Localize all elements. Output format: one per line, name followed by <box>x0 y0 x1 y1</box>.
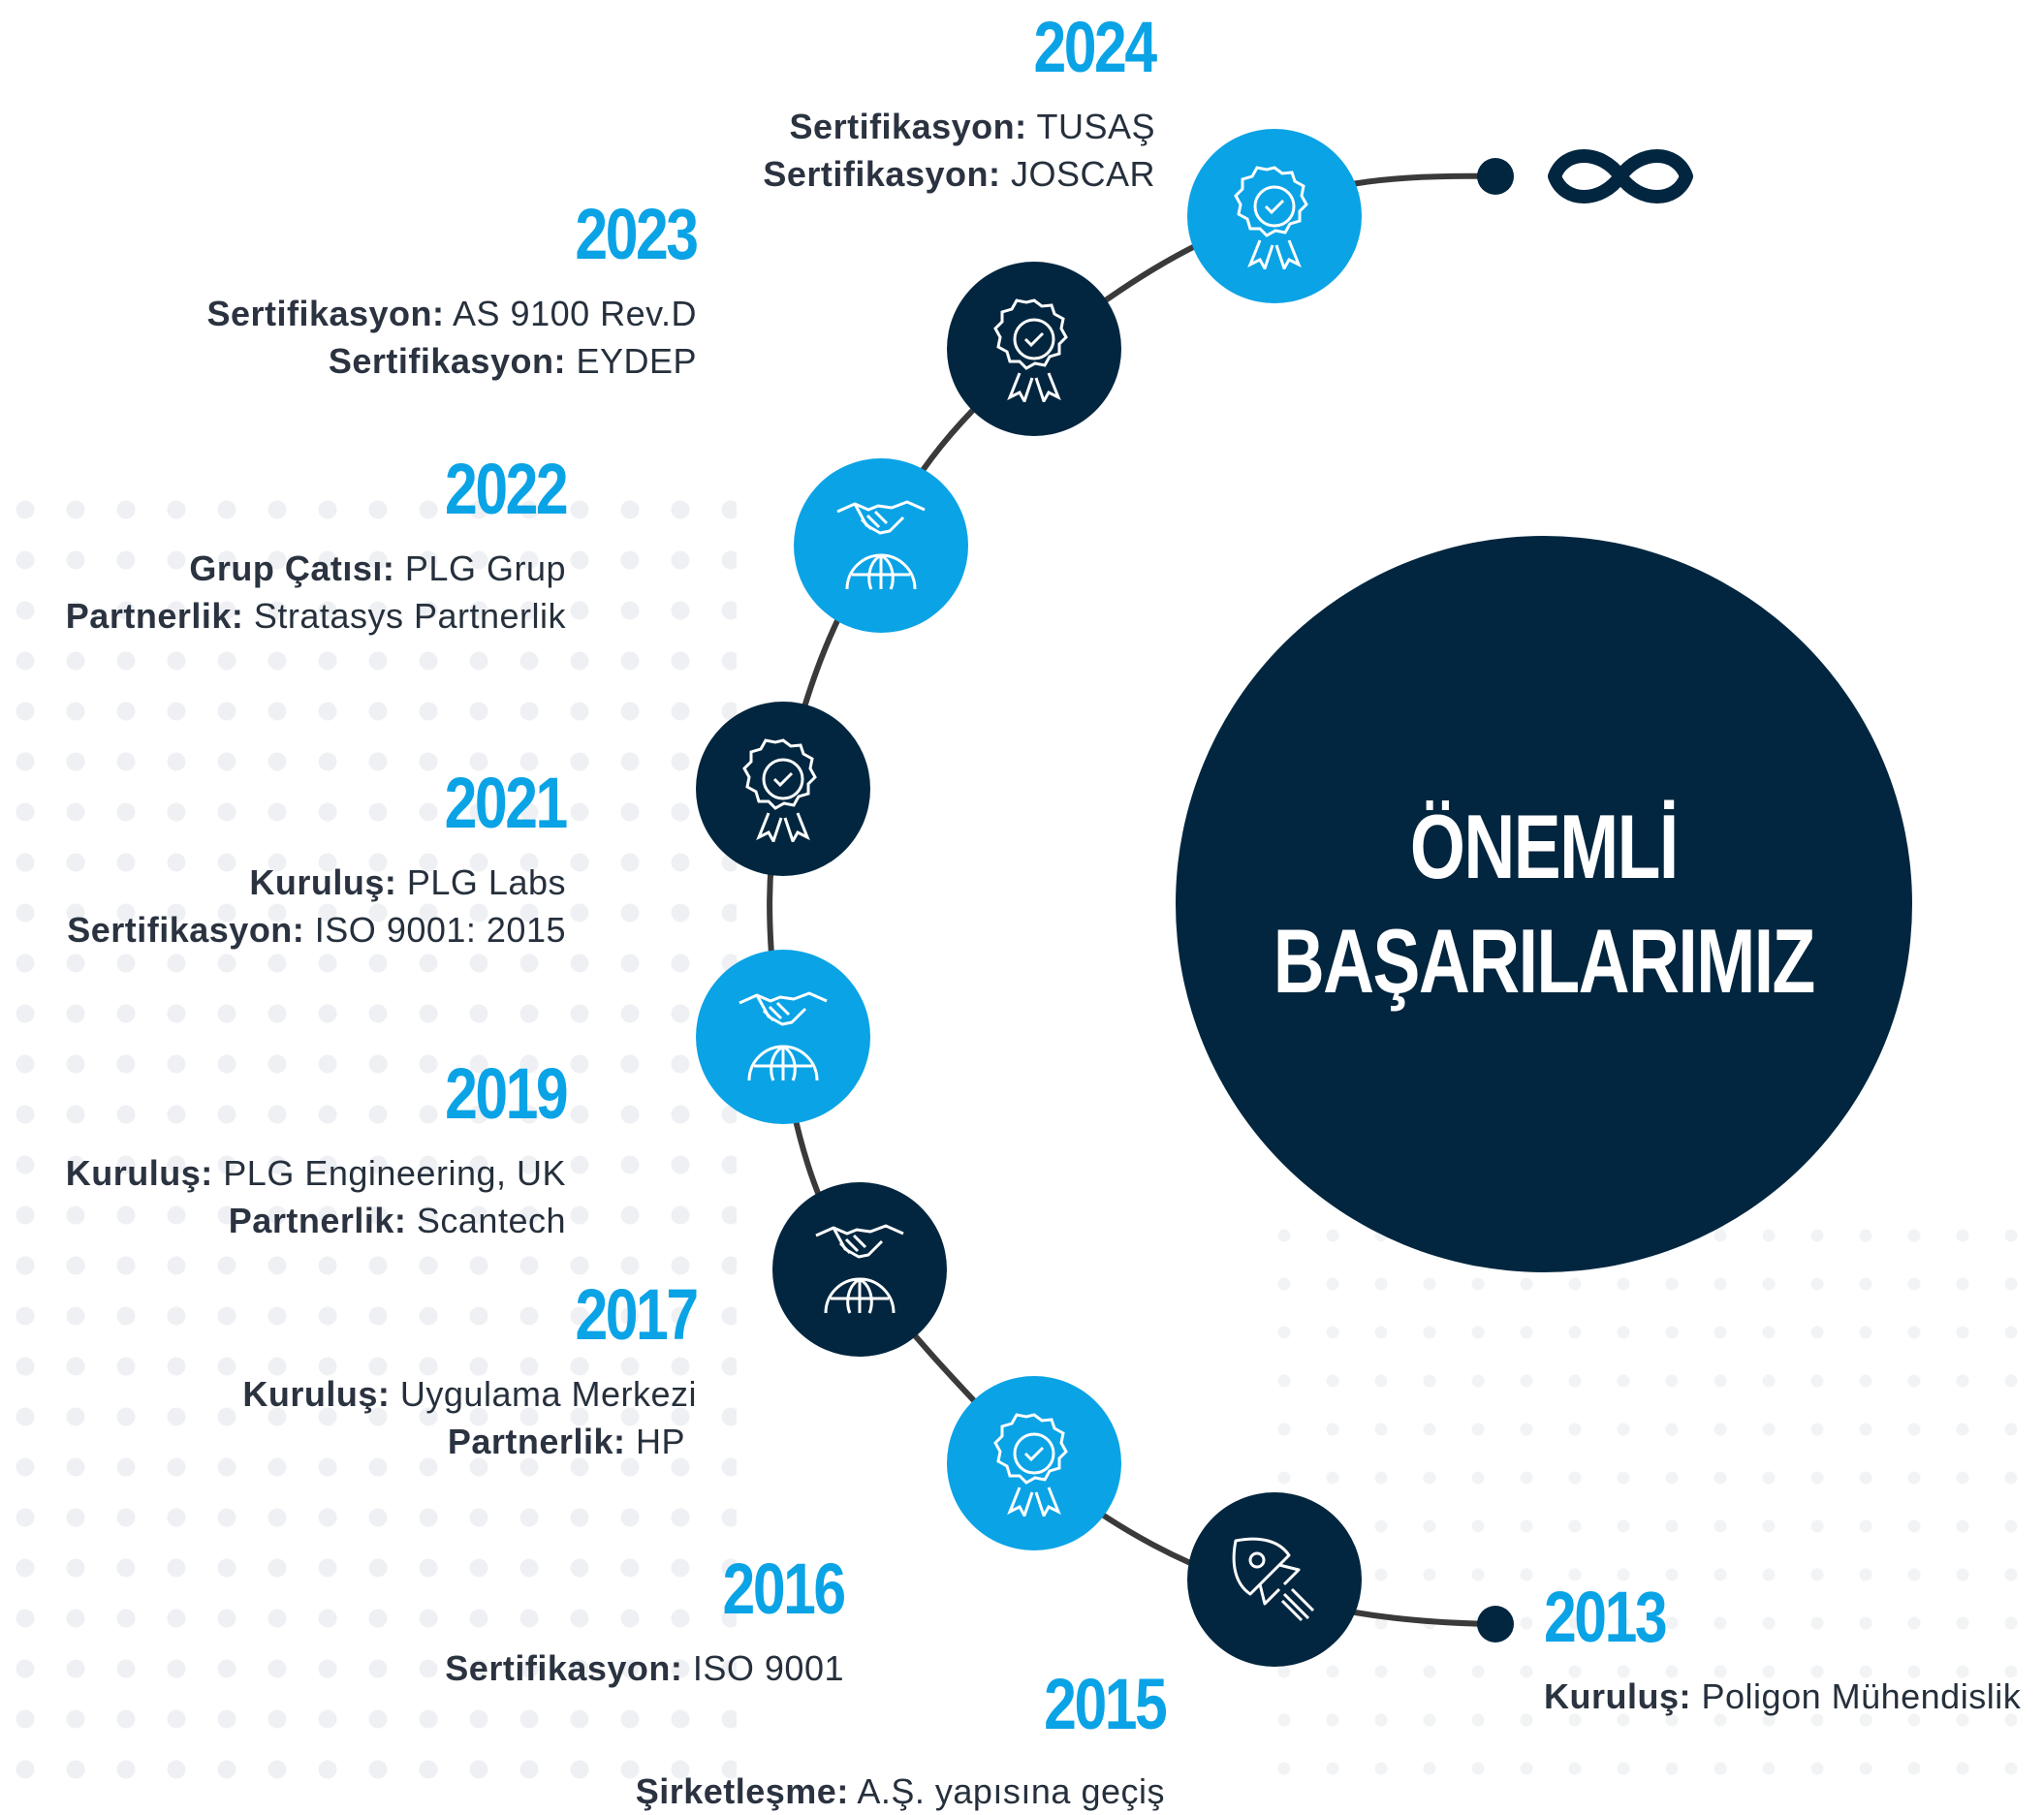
milestone-year: 2021 <box>444 763 569 843</box>
milestone-2017: 2017 Kuruluş: Uygulama Merkezi Partnerli… <box>242 1274 700 1465</box>
milestone-value: A.Ş. yapısına geçiş <box>857 1771 1165 1811</box>
node-2019 <box>696 950 870 1124</box>
award-icon <box>993 1413 1068 1517</box>
milestone-year: 2013 <box>1544 1577 1668 1657</box>
milestone-label: Şirketleşme: <box>635 1771 849 1811</box>
milestone-year: 2017 <box>575 1274 700 1355</box>
node-2017 <box>772 1182 947 1357</box>
milestone-year: 2019 <box>444 1053 569 1134</box>
milestone-year: 2022 <box>444 449 569 529</box>
timeline-start-dot <box>1477 1606 1514 1643</box>
milestone-value: Stratasys Partnerlik <box>253 596 566 636</box>
node-2016 <box>947 1376 1121 1550</box>
node-2015 <box>1187 1492 1362 1667</box>
title-line-2: BAŞARILARIMIZ <box>1273 910 1816 1012</box>
milestone-label: Sertifikasyon: <box>67 910 305 950</box>
node-2024 <box>1187 129 1362 303</box>
milestone-label: Partnerlik: <box>447 1422 626 1461</box>
handshake-globe-icon <box>815 1224 904 1314</box>
milestone-value: AS 9100 Rev.D <box>453 294 697 333</box>
milestone-value: HP <box>635 1422 685 1461</box>
milestone-label: Sertifikasyon: <box>763 154 1001 194</box>
milestone-label: Kuruluş: <box>65 1153 213 1193</box>
title-line-1: ÖNEMLİ <box>1410 796 1679 897</box>
milestone-value: ISO 9001: 2015 <box>314 910 566 950</box>
milestone-label: Grup Çatısı: <box>189 548 395 588</box>
node-2023 <box>947 262 1121 436</box>
milestone-2022: 2022 Grup Çatısı: PLG Grup Partnerlik: S… <box>65 449 569 640</box>
milestone-2015: 2015 Şirketleşme: A.Ş. yapısına geçiş <box>635 1664 1168 1815</box>
milestone-label: Sertifikasyon: <box>789 107 1027 146</box>
node-2022 <box>794 458 968 633</box>
handshake-globe-icon <box>836 500 926 590</box>
milestone-2019: 2019 Kuruluş: PLG Engineering, UK Partne… <box>65 1053 569 1244</box>
milestone-label: Kuruluş: <box>1544 1676 1691 1716</box>
milestone-label: Sertifikasyon: <box>328 341 566 381</box>
milestone-value: EYDEP <box>576 341 697 381</box>
milestone-year: 2016 <box>722 1549 847 1629</box>
node-2021 <box>696 702 870 876</box>
award-icon <box>1234 166 1308 269</box>
milestone-value: Uygulama Merkezi <box>399 1374 697 1414</box>
milestone-value: Poligon Mühendislik <box>1701 1676 2022 1716</box>
timeline-end-dot <box>1477 158 1514 195</box>
handshake-globe-icon <box>739 991 828 1081</box>
milestone-2016: 2016 Sertifikasyon: ISO 9001 <box>445 1549 847 1692</box>
milestone-year: 2015 <box>1043 1664 1168 1744</box>
infinity-icon <box>1548 149 1693 203</box>
milestone-value: PLG Grup <box>404 548 566 588</box>
milestone-value: PLG Engineering, UK <box>223 1153 566 1193</box>
milestone-2013: 2013 Kuruluş: Poligon Mühendislik <box>1544 1581 2021 1720</box>
milestone-value: PLG Labs <box>406 862 566 902</box>
milestone-value: JOSCAR <box>1010 154 1155 194</box>
milestone-value: ISO 9001 <box>692 1648 844 1688</box>
milestone-value: TUSAŞ <box>1036 107 1155 146</box>
milestone-label: Sertifikasyon: <box>445 1648 683 1688</box>
milestone-year: 2024 <box>1033 7 1158 87</box>
milestone-2024: 2024 Sertifikasyon: TUSAŞ Sertifikasyon:… <box>763 7 1158 198</box>
milestone-label: Partnerlik: <box>65 596 244 636</box>
milestone-label: Kuruluş: <box>249 862 397 902</box>
milestone-2021: 2021 Kuruluş: PLG Labs Sertifikasyon: IS… <box>67 763 569 954</box>
center-title-circle: ÖNEMLİ BAŞARILARIMIZ <box>1176 536 1912 1272</box>
milestone-year: 2023 <box>575 194 700 274</box>
milestone-label: Kuruluş: <box>242 1374 391 1414</box>
milestone-label: Sertifikasyon: <box>206 294 445 333</box>
award-icon <box>993 298 1068 402</box>
rocket-icon <box>1232 1537 1315 1622</box>
award-icon <box>742 738 817 842</box>
milestone-value: Scantech <box>416 1201 566 1240</box>
milestone-2023: 2023 Sertifikasyon: AS 9100 Rev.D Sertif… <box>206 194 700 385</box>
milestone-label: Partnerlik: <box>228 1201 407 1240</box>
